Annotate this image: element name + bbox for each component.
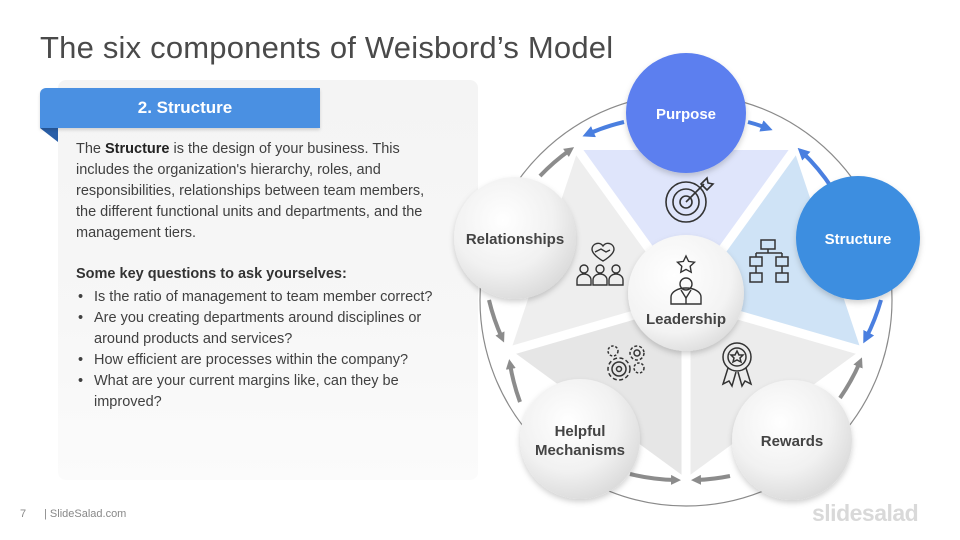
node-purpose[interactable]: [626, 53, 746, 173]
node-leadership[interactable]: [628, 235, 744, 351]
arrow-purpose-right: [747, 120, 773, 132]
node-structure-label: Structure: [825, 231, 892, 248]
desc-prefix: The: [76, 141, 106, 157]
arrow-rewards-left: [691, 474, 731, 485]
content-panel: [58, 80, 478, 480]
section-tab: 2. Structure: [40, 88, 320, 128]
segment-purpose: [578, 150, 794, 300]
footer-site: | SlideSalad.com: [44, 508, 127, 520]
node-relationships[interactable]: [454, 177, 576, 299]
arrow-rewards-up: [838, 357, 863, 400]
question-item: Are you creating departments around disc…: [76, 308, 448, 350]
gears-icon: [607, 345, 645, 381]
tab-fold: [40, 128, 58, 142]
questions-heading: Some key questions to ask yourselves:: [76, 266, 347, 282]
question-item: What are your current margins like, can …: [76, 371, 448, 413]
arrow-purpose-left: [582, 120, 625, 138]
target-icon: [665, 176, 715, 223]
org-chart-icon: [749, 239, 789, 283]
brand-logo: slidesalad: [812, 500, 919, 526]
question-item: Is the ratio of management to team membe…: [76, 287, 448, 308]
questions-list: Is the ratio of management to team membe…: [76, 287, 448, 413]
node-rewards[interactable]: [732, 380, 852, 500]
desc-rest: is the design of your business. This inc…: [76, 141, 425, 241]
section-tab-label: 2. Structure: [137, 98, 233, 117]
arrow-mechanisms-up: [505, 359, 522, 403]
question-item: How efficient are processes within the c…: [76, 350, 448, 371]
node-leadership-label: Leadership: [646, 311, 726, 328]
node-rewards-label: Rewards: [761, 433, 824, 450]
handshake-team-icon: [576, 242, 624, 286]
arrow-relationships-up: [538, 147, 575, 178]
node-mechanisms-label-2: Mechanisms: [535, 442, 625, 459]
arrow-structure-up: [797, 147, 834, 190]
slide-title: The six components of Weisbord’s Model: [40, 30, 614, 65]
structure-description: The Structure is the design of your busi…: [76, 139, 448, 244]
arrow-relationships-down: [487, 299, 505, 343]
leader-icon: [670, 254, 702, 305]
arrow-structure-down: [863, 299, 883, 344]
node-purpose-label: Purpose: [656, 106, 716, 123]
page-number: 7: [20, 508, 27, 520]
award-icon: [721, 342, 753, 388]
node-relationships-label: Relationships: [466, 231, 564, 248]
node-mechanisms[interactable]: [520, 379, 640, 499]
node-structure[interactable]: [796, 176, 920, 300]
desc-bold-term: Structure: [105, 141, 170, 157]
node-mechanisms-label-1: Helpful: [555, 423, 606, 440]
arrow-mechanisms-right: [629, 472, 681, 485]
